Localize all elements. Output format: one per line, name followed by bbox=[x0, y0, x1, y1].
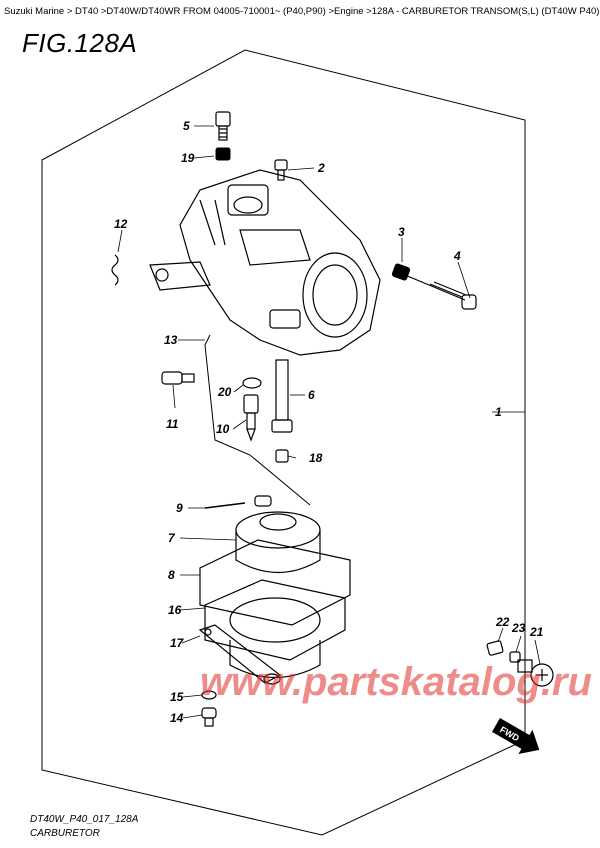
part-4-needle bbox=[404, 274, 477, 310]
callout-17[interactable]: 17 bbox=[170, 636, 185, 650]
figure-name: CARBURETOR bbox=[30, 828, 100, 839]
part-3-spring bbox=[391, 263, 411, 281]
part-13-wire bbox=[204, 334, 311, 506]
callout-14[interactable]: 14 bbox=[170, 711, 184, 725]
leader-lines bbox=[117, 125, 541, 719]
part-10-jet bbox=[243, 394, 259, 442]
callout-5[interactable]: 5 bbox=[183, 119, 190, 133]
figure-code: DT40W_P40_017_128A bbox=[30, 814, 139, 825]
callout-1[interactable]: 1 bbox=[495, 405, 502, 419]
part-20-washer bbox=[242, 377, 262, 389]
part-12-clip bbox=[111, 254, 119, 286]
callout-23[interactable]: 23 bbox=[511, 621, 526, 635]
part-9-pin bbox=[204, 502, 246, 509]
part-19-spring bbox=[215, 147, 231, 161]
callout-labels: 1 2 3 4 5 6 7 8 9 10 11 12 13 14 15 16 1… bbox=[114, 119, 544, 725]
callout-4[interactable]: 4 bbox=[453, 249, 461, 263]
callout-2[interactable]: 2 bbox=[317, 161, 325, 175]
part-11-screw bbox=[161, 371, 195, 385]
callout-3[interactable]: 3 bbox=[398, 225, 405, 239]
part-18-jet bbox=[275, 449, 289, 463]
callout-21[interactable]: 21 bbox=[529, 625, 544, 639]
part-2-screw bbox=[274, 159, 288, 181]
callout-9[interactable]: 9 bbox=[176, 501, 183, 515]
callout-13[interactable]: 13 bbox=[164, 333, 178, 347]
part-14-screw bbox=[201, 707, 217, 727]
breadcrumb[interactable]: Suzuki Marine > DT40 >DT40W/DT40WR FROM … bbox=[4, 6, 600, 17]
part-5-screw bbox=[215, 111, 231, 141]
callout-10[interactable]: 10 bbox=[216, 422, 230, 436]
callout-7[interactable]: 7 bbox=[168, 531, 176, 545]
callout-22[interactable]: 22 bbox=[495, 615, 510, 629]
figure-title: FIG.128A bbox=[22, 28, 138, 58]
callout-6[interactable]: 6 bbox=[308, 388, 315, 402]
part-7-float bbox=[235, 495, 321, 574]
callout-18[interactable]: 18 bbox=[309, 451, 323, 465]
callout-8[interactable]: 8 bbox=[168, 568, 175, 582]
callout-20[interactable]: 20 bbox=[217, 385, 232, 399]
watermark: www.partskatalog.ru bbox=[200, 660, 592, 704]
callout-11[interactable]: 11 bbox=[166, 417, 179, 431]
part-17-plate bbox=[198, 624, 282, 685]
part-21-bolt bbox=[517, 659, 554, 687]
callout-12[interactable]: 12 bbox=[114, 217, 128, 231]
carburetor-body bbox=[149, 169, 381, 356]
fwd-arrow-icon bbox=[492, 718, 540, 755]
callout-19[interactable]: 19 bbox=[181, 151, 195, 165]
fwd-arrow: FWD bbox=[492, 718, 540, 755]
part-8-gasket bbox=[199, 539, 351, 626]
part-6-nozzle bbox=[271, 359, 293, 433]
callout-16[interactable]: 16 bbox=[168, 603, 182, 617]
assembly-outline bbox=[41, 49, 526, 836]
part-23-washer bbox=[509, 651, 521, 663]
part-22-cap bbox=[486, 640, 504, 656]
callout-15[interactable]: 15 bbox=[170, 690, 184, 704]
